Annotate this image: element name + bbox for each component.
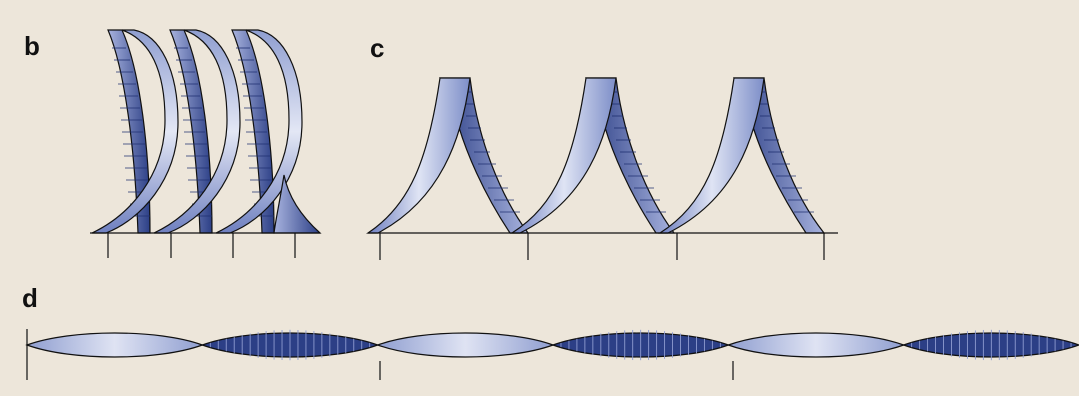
- helix-b-axis: [90, 232, 320, 258]
- helix-b-turn-2-rungs: [174, 47, 212, 217]
- label-c: c: [370, 33, 384, 63]
- helix-b: [90, 29, 322, 258]
- ribbon-d: [25, 329, 1079, 380]
- helix-c-arch-2-rungs: [608, 91, 666, 213]
- helix-c: [366, 77, 838, 260]
- ribbon-d-segment-6: [901, 329, 1079, 361]
- label-b: b: [24, 31, 40, 61]
- label-d: d: [22, 283, 38, 313]
- helix-c-axis: [368, 232, 838, 260]
- ribbon-d-axis: [26, 329, 734, 380]
- ribbon-d-segment-2: [200, 329, 380, 361]
- ribbon-d-segments: [25, 329, 1079, 361]
- helix-b-tail: [273, 174, 322, 234]
- helix-b-turn-3-rungs: [236, 47, 274, 217]
